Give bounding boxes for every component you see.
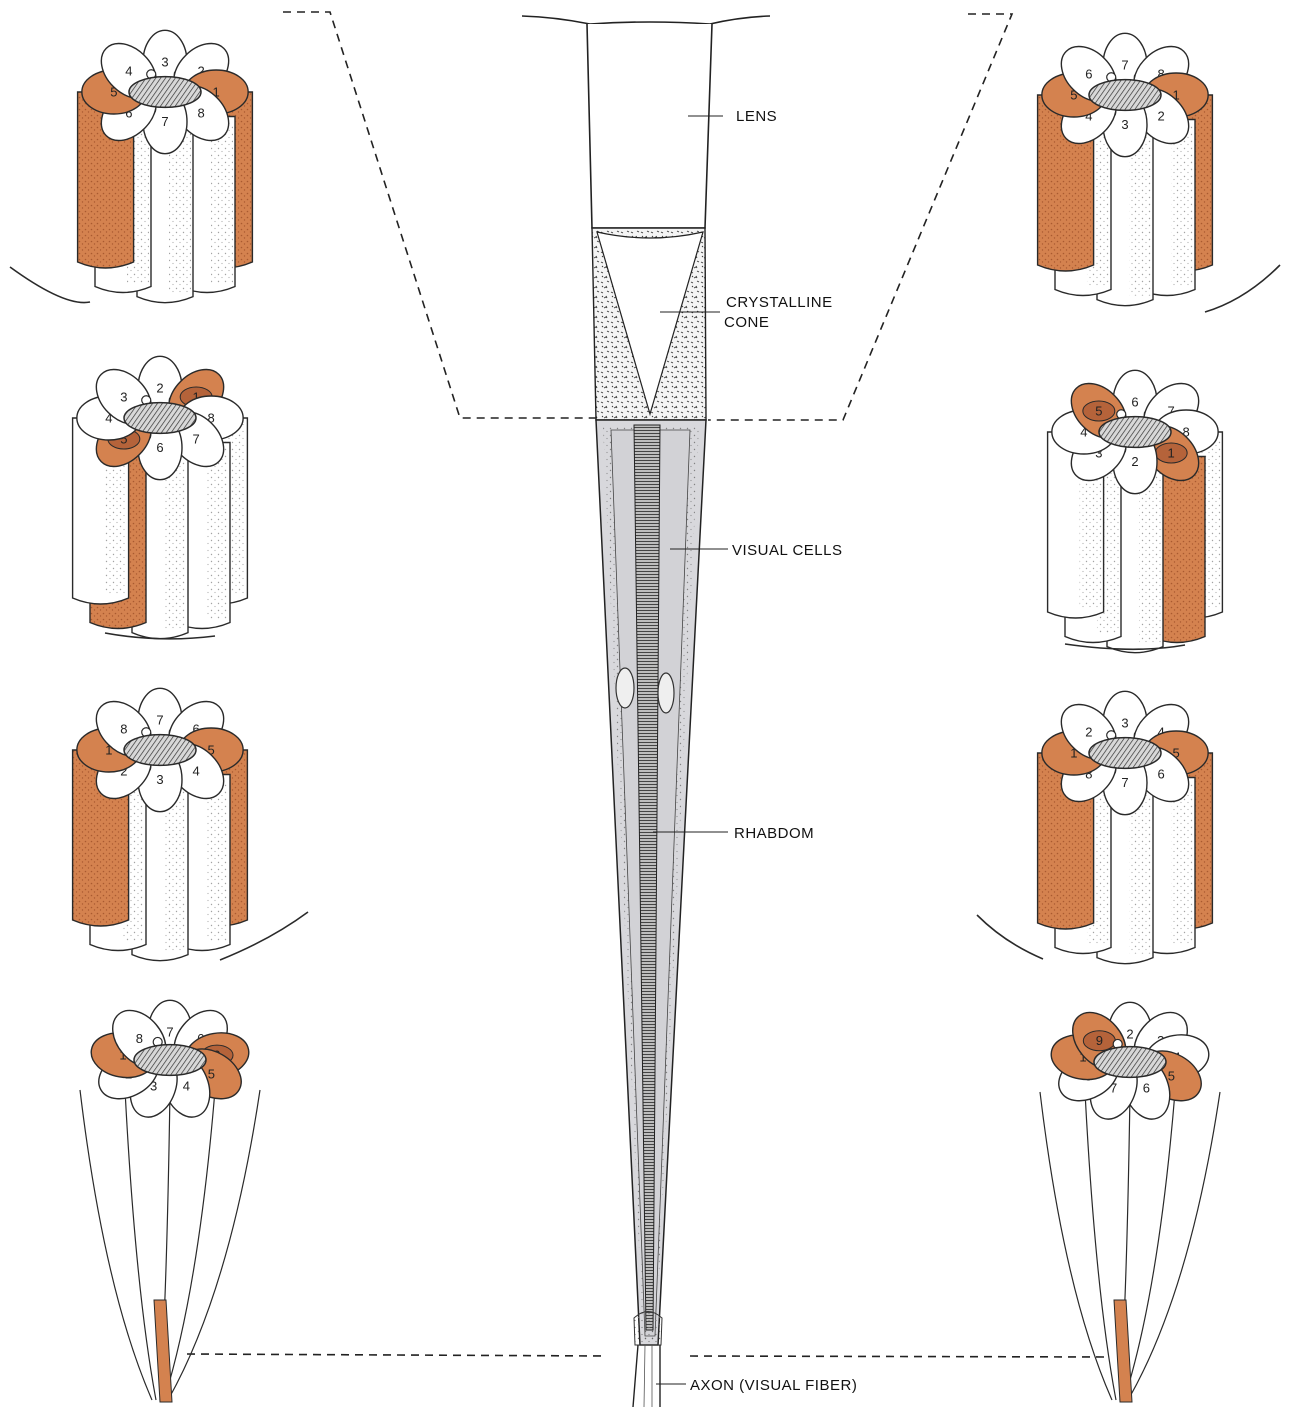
cell-number: 4 bbox=[125, 63, 132, 78]
cell-number: 5 bbox=[1168, 1068, 1175, 1083]
central-rhabdom bbox=[124, 403, 196, 434]
cell-number: 3 bbox=[161, 55, 168, 70]
cell-number: 3 bbox=[1121, 716, 1128, 731]
fiber-line bbox=[1128, 1092, 1220, 1400]
cell-number: 3 bbox=[156, 772, 163, 787]
cell-number: 8 bbox=[198, 105, 205, 120]
nucleus-right bbox=[658, 673, 674, 713]
lens-body bbox=[587, 24, 712, 228]
cell-number: 1 bbox=[1168, 445, 1175, 460]
cell-number: 2 bbox=[1131, 454, 1138, 469]
cell-number: 5 bbox=[208, 1066, 215, 1081]
rotation-arrow bbox=[1205, 265, 1280, 312]
central-rhabdom bbox=[1089, 80, 1161, 111]
central-rhabdom bbox=[1094, 1047, 1166, 1078]
central-rhabdom bbox=[1089, 738, 1161, 769]
label-cone: CONE bbox=[724, 314, 769, 331]
cell-number: 4 bbox=[183, 1078, 190, 1093]
cell-number: 6 bbox=[1085, 66, 1092, 81]
fiber-line bbox=[1040, 1092, 1112, 1400]
bundle-right-4: 234567819 bbox=[1040, 1002, 1220, 1402]
fiber-line bbox=[1085, 1092, 1116, 1400]
pigmented-fiber bbox=[1114, 1300, 1132, 1402]
cell-number: 8 bbox=[120, 721, 127, 736]
cell-number: 6 bbox=[156, 440, 163, 455]
cell-number: 7 bbox=[161, 114, 168, 129]
cell-number: 2 bbox=[1085, 724, 1092, 739]
cell-number: 7 bbox=[166, 1025, 173, 1040]
cell-number: 3 bbox=[120, 389, 127, 404]
fiber-line bbox=[80, 1090, 152, 1400]
cell-number: 2 bbox=[156, 381, 163, 396]
cell-number: 7 bbox=[156, 713, 163, 728]
fiber-line bbox=[1124, 1092, 1175, 1400]
cell-number: 2 bbox=[1126, 1027, 1133, 1042]
lens-shape bbox=[522, 16, 770, 24]
central-rhabdom bbox=[129, 77, 201, 108]
cell-number: 7 bbox=[193, 431, 200, 446]
label-rhabdom: RHABDOM bbox=[734, 825, 814, 842]
cell-number: 8 bbox=[136, 1031, 143, 1046]
rotation-arrow bbox=[10, 267, 90, 303]
cell-number: 5 bbox=[1095, 403, 1102, 418]
cell-number: 7 bbox=[1121, 58, 1128, 73]
cell-number: 2 bbox=[1158, 108, 1165, 123]
fiber-line bbox=[125, 1090, 156, 1400]
cell-number: 6 bbox=[1131, 395, 1138, 410]
central-rhabdom bbox=[134, 1045, 206, 1076]
central-rhabdom bbox=[1099, 417, 1171, 448]
axon bbox=[633, 1345, 660, 1407]
label-visual-cells: VISUAL CELLS bbox=[732, 542, 843, 559]
rotation-arrow bbox=[977, 915, 1043, 959]
label-axon: AXON (VISUAL FIBER) bbox=[690, 1377, 857, 1394]
cell-number: 6 bbox=[1143, 1080, 1150, 1095]
cell-number: 6 bbox=[1158, 766, 1165, 781]
cell-number: 7 bbox=[1121, 775, 1128, 790]
label-crystalline: CRYSTALLINE bbox=[726, 294, 833, 311]
central-ommatidium bbox=[522, 16, 770, 1407]
cell-number: 3 bbox=[1121, 117, 1128, 132]
central-rhabdom bbox=[124, 735, 196, 766]
nucleus-left bbox=[616, 668, 634, 708]
bundle-left-4: 769543218 bbox=[80, 1000, 260, 1402]
cell-number: 9 bbox=[1096, 1033, 1103, 1048]
pigmented-fiber bbox=[154, 1300, 172, 1402]
cell-number: 4 bbox=[193, 763, 200, 778]
label-lens: LENS bbox=[736, 108, 777, 125]
